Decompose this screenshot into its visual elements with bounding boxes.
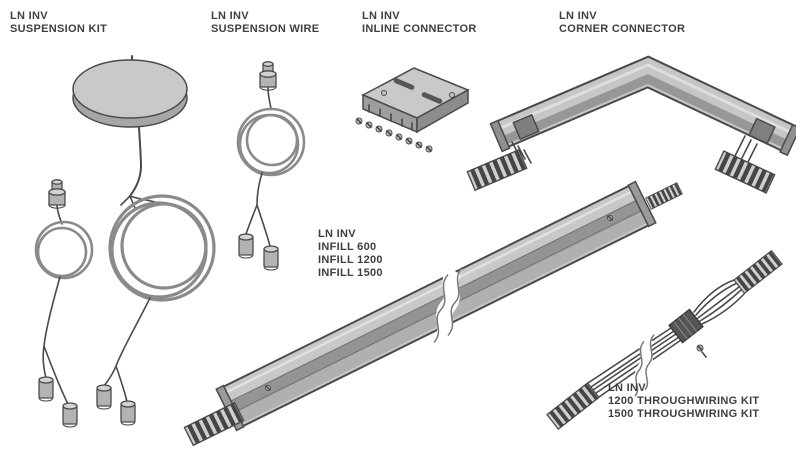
label-line: INFILL 1500 bbox=[318, 267, 383, 279]
striped-connector-plug bbox=[645, 182, 683, 210]
connector-side-face bbox=[416, 88, 469, 134]
corner-connector-illustration bbox=[466, 55, 796, 194]
striped-connector-plug bbox=[466, 149, 528, 191]
ceiling-fitting bbox=[96, 384, 112, 410]
inline-connector-illustration bbox=[355, 67, 470, 153]
product-label-infill: LN INV INFILL 600 INFILL 1200 INFILL 150… bbox=[318, 228, 383, 280]
wire-gripper bbox=[48, 179, 66, 209]
label-line: LN INV bbox=[211, 10, 249, 22]
striped-connector-plug bbox=[183, 401, 245, 447]
label-line: 1500 THROUGHWIRING KIT bbox=[608, 408, 760, 420]
product-label-inline-connector: LN INV INLINE CONNECTOR bbox=[362, 10, 477, 36]
label-line: SUSPENSION WIRE bbox=[211, 23, 320, 35]
throughwiring-kit-illustration bbox=[546, 250, 783, 430]
junction-block bbox=[668, 308, 704, 344]
ceiling-fitting bbox=[120, 400, 136, 426]
large-cable-coil bbox=[108, 194, 216, 302]
ceiling-fitting bbox=[263, 245, 279, 271]
product-label-corner-connector: LN INV CORNER CONNECTOR bbox=[559, 10, 685, 36]
infill-illustration bbox=[183, 180, 683, 447]
striped-connector-plug bbox=[733, 250, 783, 294]
striped-connector-plug bbox=[714, 150, 776, 194]
label-line: LN INV bbox=[362, 10, 400, 22]
label-line: LN INV bbox=[608, 382, 646, 394]
label-line: INFILL 1200 bbox=[318, 254, 383, 266]
label-line: SUSPENSION KIT bbox=[10, 23, 108, 35]
label-line: LN INV bbox=[559, 10, 597, 22]
label-line: 1200 THROUGHWIRING KIT bbox=[608, 395, 760, 407]
label-line: LN INV bbox=[10, 10, 48, 22]
label-line: LN INV bbox=[318, 228, 356, 240]
product-label-suspension-kit: LN INV SUSPENSION KIT bbox=[10, 10, 107, 36]
suspension-kit-illustration bbox=[34, 55, 216, 428]
ceiling-fitting bbox=[62, 402, 78, 428]
screw-row bbox=[355, 117, 433, 153]
socket-block bbox=[748, 117, 776, 145]
striped-connector-plug bbox=[546, 382, 600, 430]
socket-block bbox=[512, 113, 540, 141]
label-line: INLINE CONNECTOR bbox=[362, 23, 477, 35]
product-label-suspension-wire: LN INV SUSPENSION WIRE bbox=[211, 10, 319, 36]
small-cable-coil bbox=[34, 220, 94, 280]
wire-coil bbox=[236, 107, 306, 177]
product-label-throughwiring-kit: LN INV 1200 THROUGHWIRING KIT 1500 THROU… bbox=[608, 382, 759, 421]
canopy-top bbox=[72, 59, 188, 119]
ceiling-fitting bbox=[38, 376, 54, 402]
label-line: INFILL 600 bbox=[318, 241, 377, 253]
wire-gripper bbox=[259, 61, 277, 91]
ceiling-fitting bbox=[238, 233, 254, 259]
suspension-wire-illustration bbox=[236, 61, 306, 271]
label-line: CORNER CONNECTOR bbox=[559, 23, 686, 35]
